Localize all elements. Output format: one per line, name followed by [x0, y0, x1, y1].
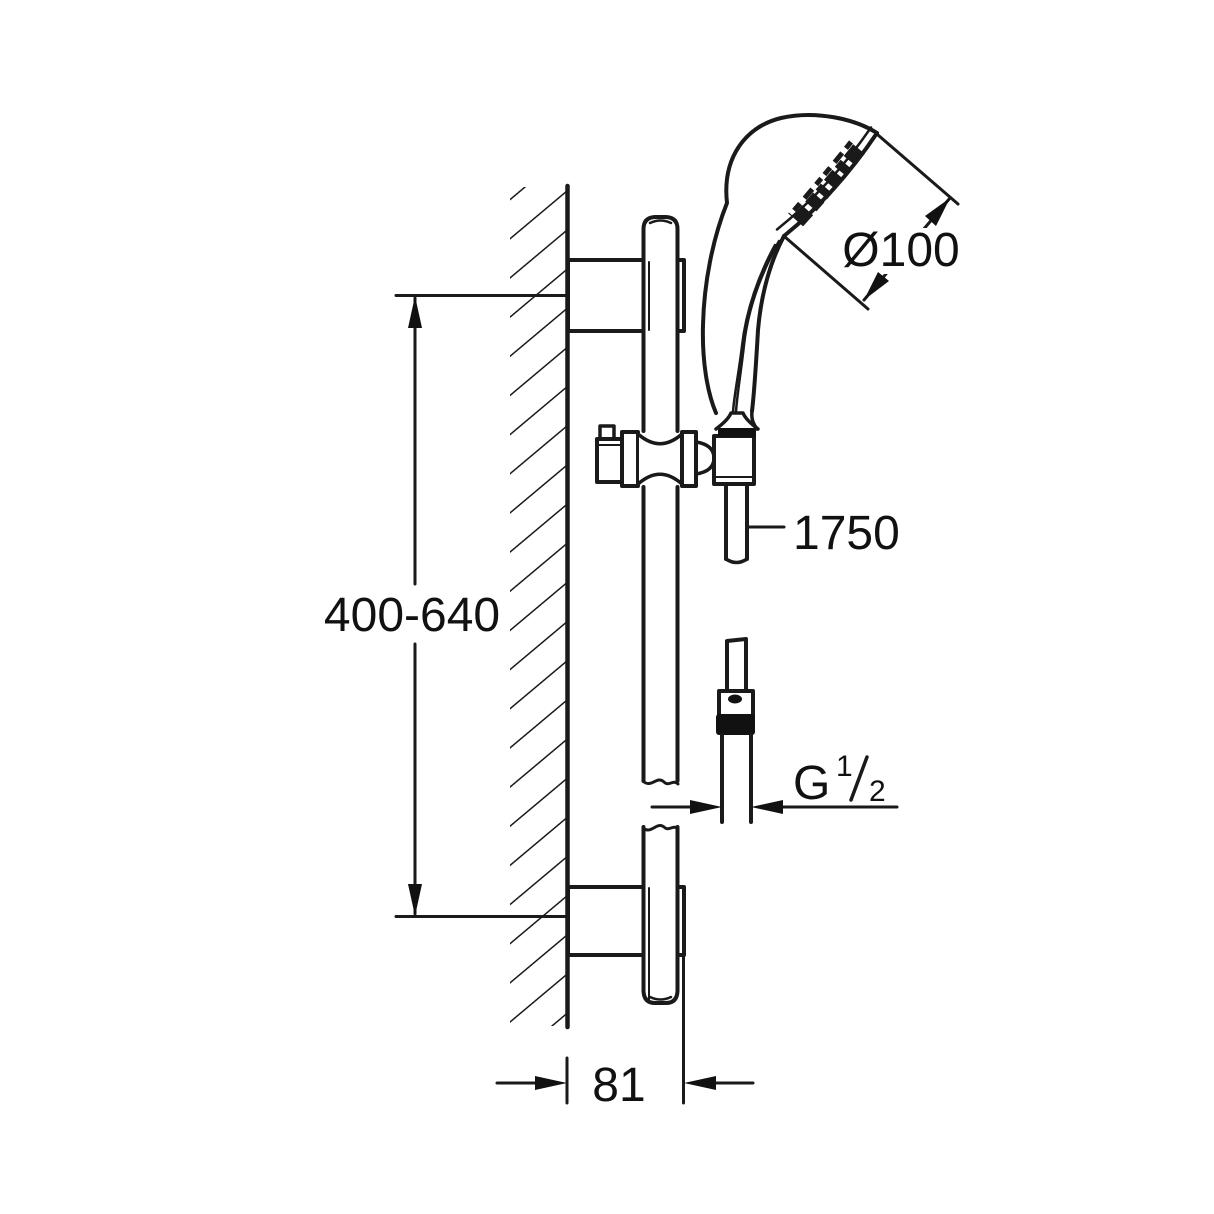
- connector-detail-dot: [728, 694, 742, 704]
- arrowhead-right-icon: [535, 1076, 567, 1090]
- dimension-hose-length: 1750: [746, 507, 900, 560]
- rail-top-cap-seam: [648, 219, 673, 225]
- arrowhead-right-icon: [690, 800, 722, 814]
- hose-upper-break-end: [724, 557, 749, 565]
- rail-edges-middle: [641, 485, 680, 783]
- shower-hose-upper: [724, 483, 749, 565]
- slider-right-plate: [680, 430, 698, 488]
- holder-arm: [694, 440, 716, 476]
- slider-left-plate: [620, 430, 640, 488]
- hand-shower-outer-contour: [700, 113, 879, 415]
- handle-base-ring: [718, 428, 756, 437]
- handle-inner-line-1: [734, 239, 781, 414]
- rail-break-lower: [641, 824, 680, 832]
- hose-lower-edges: [720, 733, 753, 824]
- hose-nut: [716, 714, 755, 735]
- dimension-head-diameter: Ø100: [783, 133, 964, 311]
- wall-distance-label: 81: [592, 1059, 645, 1112]
- spray-nozzle-band: [790, 144, 865, 229]
- rail-bottom-cap: [641, 989, 680, 1005]
- diameter-extension-line-b: [783, 235, 870, 311]
- rail-body-upper: [645, 220, 676, 431]
- handle-right-edge: [750, 234, 786, 413]
- slider-body-top-curve: [636, 432, 684, 446]
- rail-edges-lower: [641, 825, 680, 993]
- wall-hatching: [510, 187, 567, 1026]
- slider-holder-assembly: [595, 411, 760, 488]
- diameter-label-backdrop: [840, 228, 964, 274]
- rail-top-cap: [641, 215, 680, 263]
- shower-face-inner-rim: [775, 126, 873, 231]
- arrowhead-lower-left-icon: [864, 272, 889, 300]
- rail-bottom-cap-seam: [648, 995, 673, 1001]
- handle-right-flare: [750, 409, 759, 431]
- slider-body-bottom-curve: [636, 472, 684, 486]
- diameter-extension-line-a: [876, 133, 960, 206]
- shower-rail: [641, 215, 680, 1005]
- dimension-thread: G 1 2: [650, 750, 899, 814]
- hose-upper-edges: [724, 483, 749, 561]
- arrowhead-upper-right-icon: [925, 198, 950, 226]
- rail-edges-upper: [641, 259, 680, 433]
- shower-hose-lower: [716, 637, 755, 824]
- dimension-wall-offset: 81: [495, 954, 755, 1112]
- shower-face-outer-rim: [782, 131, 879, 238]
- thread-label-numerator: 1: [836, 750, 853, 783]
- hand-shower: [700, 113, 879, 431]
- handle-end-cone: [714, 411, 760, 431]
- arrowhead-up-icon: [408, 296, 422, 328]
- spray-nozzle-detail: [788, 140, 853, 217]
- handle-inner-line-2: [731, 243, 777, 414]
- rail-body-middle: [645, 487, 676, 781]
- fraction-slash: [849, 755, 869, 802]
- wall: [510, 183, 570, 1030]
- hose-connector-tube: [725, 637, 748, 693]
- rail-break-upper: [641, 778, 680, 786]
- height-range-label: 400-640: [324, 589, 500, 642]
- arrowhead-down-icon: [408, 884, 422, 916]
- arrowhead-left-icon: [751, 800, 783, 814]
- dimension-height-range: 400-640: [324, 294, 569, 918]
- thread-label-denominator: 2: [869, 775, 886, 808]
- head-diameter-label: Ø100: [842, 224, 959, 277]
- arrowhead-left-icon: [684, 1076, 716, 1090]
- hose-length-label: 1750: [793, 507, 900, 560]
- thread-label-prefix: G: [793, 757, 830, 810]
- rail-body-lower: [645, 827, 676, 1001]
